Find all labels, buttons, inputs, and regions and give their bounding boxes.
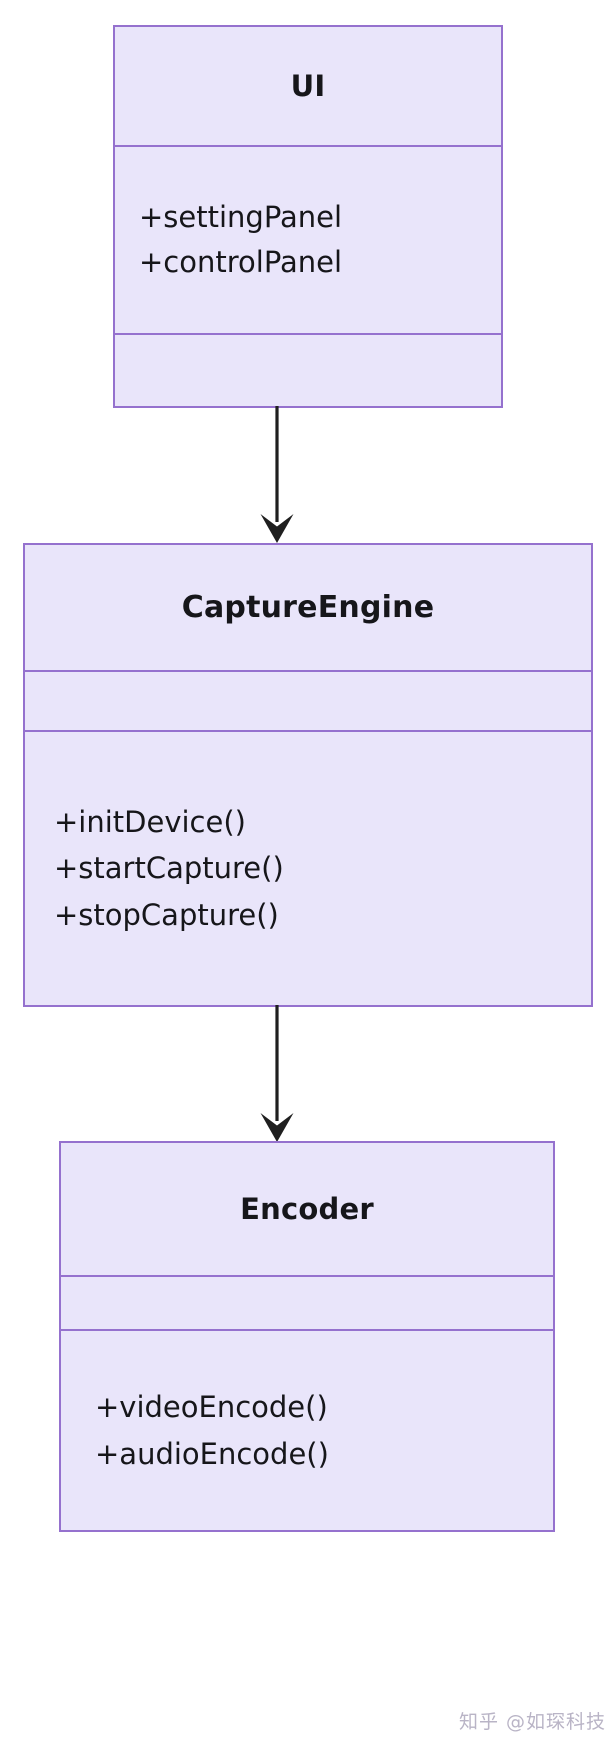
uml-class-captureengine-title: CaptureEngine xyxy=(181,590,435,625)
uml-class-encoder-title: Encoder xyxy=(240,1192,374,1226)
uml-class-captureengine[interactable]: CaptureEngine +initDevice() +startCaptur… xyxy=(23,543,593,1007)
uml-class-ui-title-compartment: UI xyxy=(115,27,501,147)
watermark-text: 知乎 @如琛科技 xyxy=(458,1711,606,1733)
uml-method-init-device: +initDevice() xyxy=(54,804,246,839)
uml-method-audio-encode: +audioEncode() xyxy=(95,1436,329,1471)
uml-attribute-control-panel: +controlPanel xyxy=(139,245,343,279)
uml-class-ui-title: UI xyxy=(290,69,326,103)
uml-method-start-capture: +startCapture() xyxy=(54,851,284,886)
uml-class-ui-attributes-compartment: +settingPanel +controlPanel xyxy=(115,147,501,335)
uml-class-captureengine-methods-compartment: +initDevice() +startCapture() +stopCaptu… xyxy=(25,732,591,1005)
arrow-ui-to-captureengine xyxy=(260,406,294,543)
uml-class-encoder-methods-compartment: +videoEncode() +audioEncode() xyxy=(61,1331,553,1530)
uml-class-captureengine-attributes-compartment xyxy=(25,672,591,732)
uml-method-stop-capture: +stopCapture() xyxy=(54,897,279,932)
uml-class-encoder-title-compartment: Encoder xyxy=(61,1143,553,1277)
arrow-captureengine-to-encoder xyxy=(260,1005,294,1142)
uml-method-video-encode: +videoEncode() xyxy=(95,1390,328,1425)
uml-class-encoder-attributes-compartment xyxy=(61,1277,553,1331)
uml-class-ui[interactable]: UI +settingPanel +controlPanel xyxy=(113,25,503,408)
uml-class-ui-methods-compartment xyxy=(115,335,501,406)
uml-attribute-setting-panel: +settingPanel xyxy=(139,200,343,235)
uml-class-captureengine-title-compartment: CaptureEngine xyxy=(25,545,591,672)
uml-class-encoder[interactable]: Encoder +videoEncode() +audioEncode() xyxy=(59,1141,555,1532)
